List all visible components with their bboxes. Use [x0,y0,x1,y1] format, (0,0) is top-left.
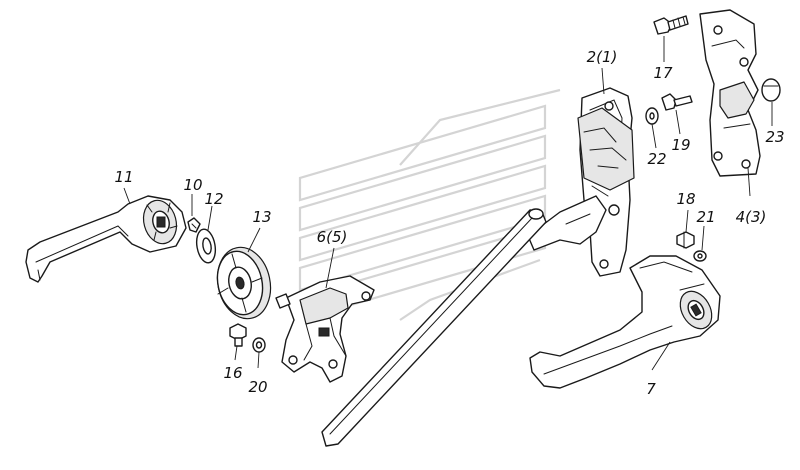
callout-label: 11 [114,168,133,186]
callout-label: 17 [653,64,673,82]
callout-label: 4(3) [736,208,767,226]
callout-label: 12 [204,190,223,208]
callout-label: 10 [183,176,202,194]
screw-part-19 [661,93,693,111]
washer-part [195,228,217,264]
lock-body-part [527,87,635,277]
callout-label: 18 [676,190,695,208]
inside-handle-part [25,195,187,283]
escutcheon-part [216,246,272,320]
link-rod-part [321,208,547,447]
cap-part [761,78,781,102]
callout-label: 13 [252,208,271,226]
bolt-part-16 [229,323,247,347]
callout-label: 19 [671,136,690,154]
washer-part-20 [252,337,266,353]
callout-label: 16 [223,364,242,382]
clip-part [187,217,201,233]
bolt-part-18 [676,231,695,249]
callout-label: 2(1) [587,48,618,66]
leader-lines [123,36,773,371]
callout-label: 22 [647,150,666,168]
callout-label: 21 [696,208,715,226]
lock-mechanism-part [275,275,375,383]
washer-part-22 [645,107,659,125]
callout-label: 20 [248,378,267,396]
callout-label: 23 [765,128,784,146]
screw-part-17 [653,15,689,35]
callout-label: 7 [646,380,656,398]
striker-plate-part [699,9,761,177]
callout-label: 6(5) [317,228,348,246]
outside-handle-part [529,255,721,389]
washer-part-21 [693,250,707,262]
